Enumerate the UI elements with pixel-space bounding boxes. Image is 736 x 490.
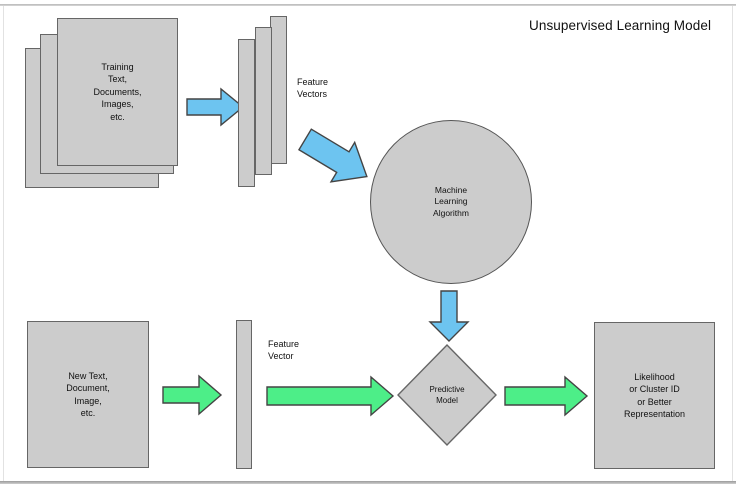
features-to-algorithm-arrow-icon [298, 128, 368, 183]
feature-vector-bar-front[interactable] [238, 39, 255, 187]
training-documents-stack-front[interactable]: Training Text, Documents, Images, etc. [57, 18, 178, 166]
training-documents-label: Training Text, Documents, Images, etc. [93, 61, 142, 122]
new-input-box[interactable]: New Text, Document, Image, etc. [27, 321, 149, 468]
diagram-title: Unsupervised Learning Model [529, 18, 712, 33]
model-to-output-arrow-icon [504, 375, 589, 417]
feature-vectors-label: Feature Vectors [297, 77, 329, 99]
feature-vector-bar-back [270, 16, 287, 164]
input-to-vector-arrow-icon [162, 374, 223, 416]
new-input-label: New Text, Document, Image, etc. [66, 370, 110, 419]
window-frame-right-edge [732, 6, 733, 481]
vector-to-model-arrow-icon [266, 375, 395, 417]
output-label: Likelihood or Cluster ID or Better Repre… [623, 371, 686, 420]
ml-algorithm-label: Machine Learning Algorithm [433, 184, 469, 218]
diamond-shape-icon [397, 343, 497, 447]
ml-algorithm-circle[interactable]: Machine Learning Algorithm [370, 120, 532, 284]
feature-vector-bar-mid [255, 27, 272, 175]
window-frame-top-edge [0, 4, 736, 6]
feature-vector-single-label: Feature Vector [268, 339, 300, 361]
training-to-features-arrow-icon [186, 87, 245, 127]
feature-vector-single-bar[interactable] [236, 320, 252, 469]
algorithm-to-model-arrow-icon [428, 290, 470, 342]
predictive-model-diamond[interactable]: Predictive Model [397, 343, 497, 447]
output-box[interactable]: Likelihood or Cluster ID or Better Repre… [594, 322, 715, 469]
window-frame-left-edge [3, 6, 4, 481]
window-frame-bottom-edge [0, 481, 736, 484]
